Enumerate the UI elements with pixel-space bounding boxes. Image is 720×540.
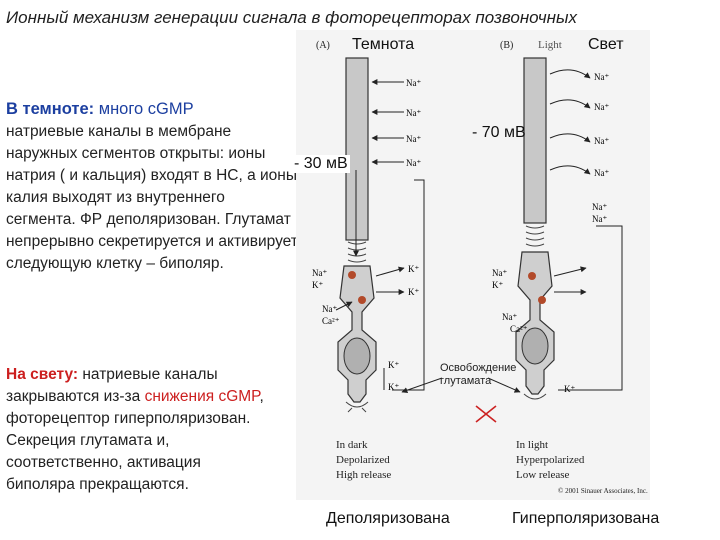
dark-label: Темнота [352,36,415,53]
light-highlight-decrease: снижения [144,388,215,405]
ca-label-l1: Ca²⁺ [510,324,528,334]
voltage-dark: - 30 мВ [292,155,350,173]
blocked-cross-2 [475,405,497,423]
copyright: © 2001 Sinauer Associates, Inc. [558,487,648,495]
na-label-3: Na⁺ [406,134,421,144]
voltage-light: - 70 мВ [472,124,526,141]
dark-heading: В темноте: [6,100,95,118]
k-label-3: K⁺ [312,280,323,290]
dark-body: натриевые каналы в мембране наружных сег… [6,123,298,272]
k-label-l1: K⁺ [492,280,503,290]
na-label-l8: Na⁺ [502,312,517,322]
na-label-l2: Na⁺ [594,102,609,112]
rod-cell-dark [337,57,377,413]
current-loop-dark [392,179,425,391]
na-label-l3: Na⁺ [594,136,609,146]
diagram-svg: Na⁺ Na⁺ Na⁺ Na⁺ K⁺ K⁺ Na⁺ K⁺ Na⁺ Ca²⁺ K⁺… [312,57,623,423]
k-label-5: K⁺ [388,382,399,392]
label-depolarized: Деполяризована [326,510,450,527]
slide-title: Ионный механизм генерации сигнала в фото… [6,8,578,27]
label-hyperpolarized: Гиперполяризована [512,510,660,527]
k-label-1: K⁺ [408,264,419,274]
k-label-2: K⁺ [408,287,419,297]
dark-heading-rest: много cGMP [94,100,194,118]
light-heading: На свету: [6,366,79,383]
na-label-6: Na⁺ [322,304,337,314]
light-text-part1: натриевые каналы закрываются из-за [6,366,218,405]
sodium-influx-arrows-dark: Na⁺ Na⁺ Na⁺ Na⁺ K⁺ K⁺ Na⁺ K⁺ Na⁺ Ca²⁺ K⁺… [312,78,421,392]
dark-description: В темноте: много cGMP натриевые каналы в… [6,98,298,275]
na-label-l5: Na⁺ [592,202,607,212]
caption-light: In light Hyperpolarized Low release [516,439,585,481]
sodium-blocked-arrows-light: Na⁺ Na⁺ Na⁺ Na⁺ Na⁺ Na⁺ Na⁺ K⁺ Na⁺ Ca²⁺ … [492,69,609,394]
photoreceptor-diagram: Na⁺ Na⁺ Na⁺ Na⁺ K⁺ K⁺ Na⁺ K⁺ Na⁺ Ca²⁺ K⁺… [296,30,650,500]
light-text-part3: , фоторецептор гиперполяризован. Секреци… [6,388,264,493]
light-highlight-cgmp: cGMP [218,388,260,405]
na-label-5: Na⁺ [312,268,327,278]
na-label-l1: Na⁺ [594,72,609,82]
na-label-l7: Na⁺ [492,268,507,278]
k-label-l2: K⁺ [564,384,575,394]
release-arrow-light [487,377,521,393]
glutamate-release-label: Освобождение глутамата [440,362,517,387]
panel-b-word: Light [538,39,562,51]
na-label-l6: Na⁺ [592,214,607,224]
rod-cell-light [515,57,555,400]
current-loop-light [558,225,623,391]
na-label-4: Na⁺ [406,158,421,168]
panel-b-tag: (B) [500,40,514,51]
na-label-1: Na⁺ [406,78,421,88]
panel-a-tag: (A) [316,40,330,51]
light-description: На свету: натриевые каналы закрываются и… [6,364,274,496]
na-label-2: Na⁺ [406,108,421,118]
release-arrow-dark [401,377,443,394]
k-label-4: K⁺ [388,360,399,370]
caption-dark: In dark Depolarized High release [336,439,392,481]
light-label: Свет [588,36,624,53]
na-label-l4: Na⁺ [594,168,609,178]
ca-label-1: Ca²⁺ [322,316,340,326]
